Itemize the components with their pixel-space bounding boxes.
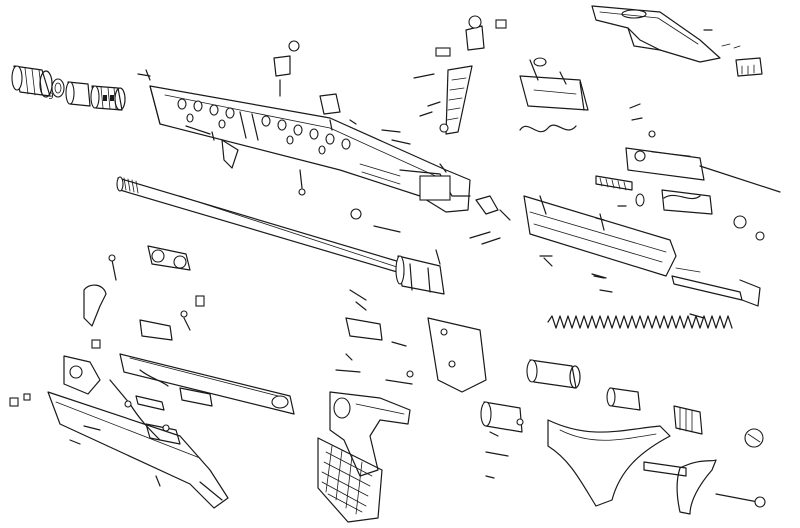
barrel [116, 176, 445, 295]
bipod [9, 245, 295, 509]
barrel-jacket-receiver [149, 85, 471, 213]
feed-cover [591, 5, 763, 77]
bipod-leg-right [119, 353, 295, 415]
rear-sight-parts [413, 15, 507, 135]
pistol-grip [317, 437, 383, 523]
recoil-spring [547, 315, 733, 329]
bipod-leg-left [47, 391, 229, 509]
part-number-label: 9 [48, 92, 54, 102]
lower-receiver-rail [350, 195, 761, 307]
barrel-breech [395, 249, 445, 295]
bolt-assembly [595, 103, 781, 241]
butt-stock [547, 419, 766, 515]
muzzle-ring [51, 78, 65, 98]
muzzle-booster [90, 85, 126, 111]
muzzle-sleeve [65, 81, 91, 107]
trigger-grip-assembly [317, 289, 487, 523]
buffer-parts [480, 359, 703, 457]
small-parts [124, 40, 705, 479]
cooling-holes [177, 98, 351, 155]
feed-tray [519, 57, 589, 133]
muzzle-device-parts [11, 65, 126, 111]
flash-hider [11, 65, 53, 98]
